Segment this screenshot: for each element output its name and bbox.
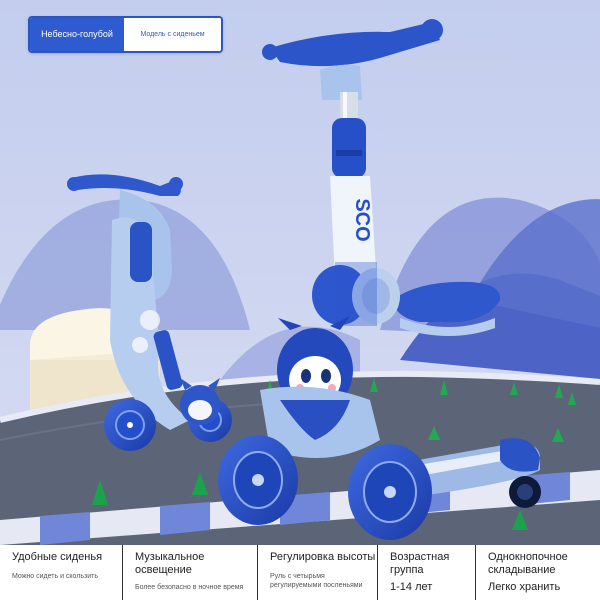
feature-one-button-fold: Однокнопочное складывание Легко хранить bbox=[475, 545, 600, 600]
feature-subtitle: 1-14 лет bbox=[390, 581, 433, 593]
feature-subtitle: Легко хранить bbox=[488, 581, 561, 593]
stem-print: SCO bbox=[351, 198, 373, 241]
feature-title: Музыкальное освещение bbox=[135, 551, 205, 576]
feature-subtitle: Можно сидеть и скользить bbox=[12, 573, 99, 580]
feature-title: Возрастная группа bbox=[390, 551, 450, 576]
color-selector: Небесно-голубой Модель с сиденьем bbox=[28, 16, 223, 53]
feature-bar: Удобные сиденья Можно сидеть и скользить… bbox=[0, 545, 600, 600]
feature-seats: Удобные сиденья Можно сидеть и скользить bbox=[0, 545, 122, 600]
product-photo: SCO bbox=[0, 0, 600, 545]
feature-subtitle: Руль с четырьмя регулируемыми посленьями bbox=[270, 573, 363, 589]
folded-scooter bbox=[67, 174, 232, 451]
feature-title: Удобные сиденья bbox=[12, 551, 103, 563]
feature-title: Однокнопочное складывание bbox=[488, 551, 568, 576]
front-wheel-left bbox=[218, 435, 298, 525]
feature-height-adjust: Регулировка высоты Руль с четырьмя регул… bbox=[257, 545, 377, 600]
feature-title: Регулировка высоты bbox=[270, 551, 376, 563]
front-wheel-right bbox=[348, 444, 432, 540]
feature-age-group: Возрастная группа 1-14 лет bbox=[377, 545, 475, 600]
feature-music-light: Музыкальное освещение Более безопасно в … bbox=[122, 545, 257, 600]
feature-subtitle: Более безопасно в ночное время bbox=[135, 584, 244, 591]
color-tab-sky-blue[interactable]: Небесно-голубой bbox=[30, 18, 124, 51]
main-scooter: SCO bbox=[218, 19, 541, 540]
model-tab-with-seat[interactable]: Модель с сиденьем bbox=[124, 18, 221, 51]
